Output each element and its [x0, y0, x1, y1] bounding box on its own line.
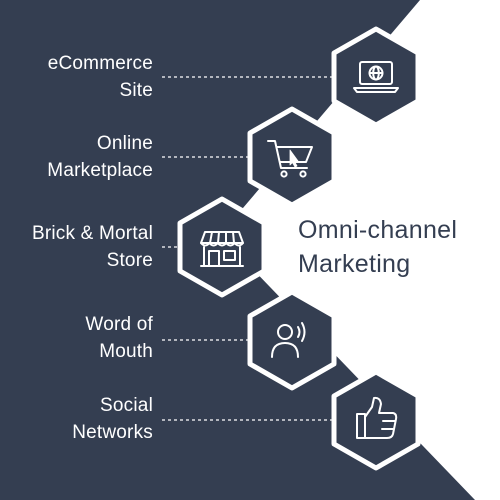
hexagon-word-of-mouth — [247, 289, 337, 391]
channel-label-line: Site — [119, 80, 153, 101]
channel-label-word-of-mouth: Word of Mouth — [0, 311, 153, 365]
storefront-icon — [200, 231, 244, 267]
channel-label-line: Social — [100, 395, 153, 416]
white-diagonal-panel — [220, 0, 500, 500]
channel-label-ecommerce: eCommerce Site — [0, 50, 153, 104]
channel-label-line: Online — [96, 133, 153, 154]
channel-label-line: Networks — [72, 422, 153, 443]
channel-label-line: Marketplace — [47, 160, 153, 181]
speaking-person-icon — [271, 322, 306, 358]
title-line: Marketing — [298, 250, 411, 278]
channel-label-line: Mouth — [99, 341, 153, 362]
hexagon-social — [331, 369, 421, 471]
channel-label-line: eCommerce — [47, 53, 153, 74]
title-line: Omni-channel — [298, 216, 458, 244]
channel-label-line: Brick & Mortal — [31, 223, 153, 244]
hexagon-store — [177, 196, 267, 298]
channel-label-line: Store — [106, 250, 153, 271]
thumbs-up-icon — [356, 396, 398, 439]
channel-label-store: Brick & Mortal Store — [0, 220, 153, 274]
laptop-globe-icon — [353, 61, 399, 93]
diagram-title: Omni-channel Marketing — [298, 213, 498, 281]
channel-label-social: Social Networks — [0, 392, 153, 446]
hexagon-ecommerce — [331, 26, 421, 128]
channel-label-line: Word of — [85, 314, 153, 335]
shopping-cart-icon — [267, 140, 313, 178]
channel-label-marketplace: Online Marketplace — [0, 130, 153, 184]
